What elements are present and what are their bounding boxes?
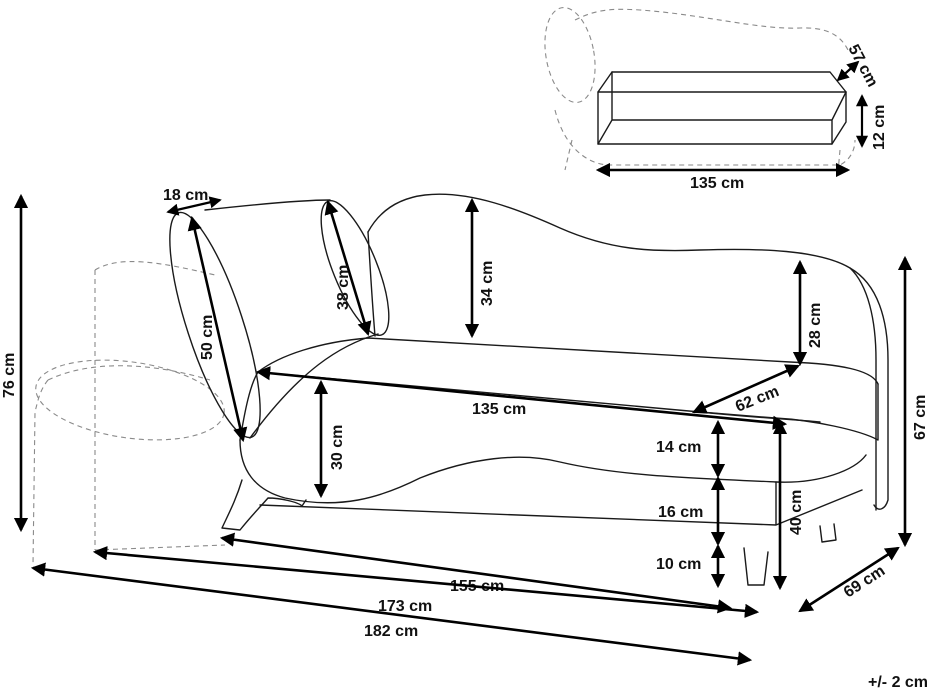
storage-box <box>597 71 847 145</box>
dim-34-label: 34 cm <box>479 261 496 306</box>
dim-18-line <box>166 196 222 216</box>
dim-50-label: 50 cm <box>199 315 216 360</box>
tolerance-note: +/- 2 cm <box>868 674 928 691</box>
storage-height-label: 12 cm <box>871 105 888 150</box>
dim-38-label: 38 cm <box>335 265 352 310</box>
chaise-ghost-extension <box>32 261 226 566</box>
dim-67-label: 67 cm <box>912 395 929 440</box>
dim-28-label: 28 cm <box>807 303 824 348</box>
dim-135-seat-label: 135 cm <box>472 401 526 418</box>
storage-width-label: 135 cm <box>690 175 744 192</box>
dim-40-label: 40 cm <box>788 490 805 535</box>
dim-16-label: 16 cm <box>658 504 703 521</box>
dim-30-label: 30 cm <box>329 425 346 470</box>
dim-182-line <box>30 562 753 666</box>
dim-50-line <box>187 215 248 443</box>
dim-69-line <box>798 546 900 613</box>
storage-depth-dim <box>836 60 860 82</box>
inset-ghost-sofa <box>544 6 856 173</box>
dim-135-seat-line <box>255 366 788 430</box>
dim-14-label: 14 cm <box>656 439 701 456</box>
dim-18-label: 18 cm <box>163 187 208 204</box>
dim-62-label: 62 cm <box>733 383 781 416</box>
dim-155-line <box>219 532 733 614</box>
dim-76-label: 76 cm <box>1 353 18 398</box>
dim-10-label: 10 cm <box>656 556 701 573</box>
dim-38-line <box>324 199 372 337</box>
storage-inset: 135 cm 57 cm 12 cm <box>544 6 888 192</box>
dim-182-label: 182 cm <box>364 623 418 640</box>
storage-depth-label: 57 cm <box>844 42 880 90</box>
dim-62-line <box>692 364 800 414</box>
